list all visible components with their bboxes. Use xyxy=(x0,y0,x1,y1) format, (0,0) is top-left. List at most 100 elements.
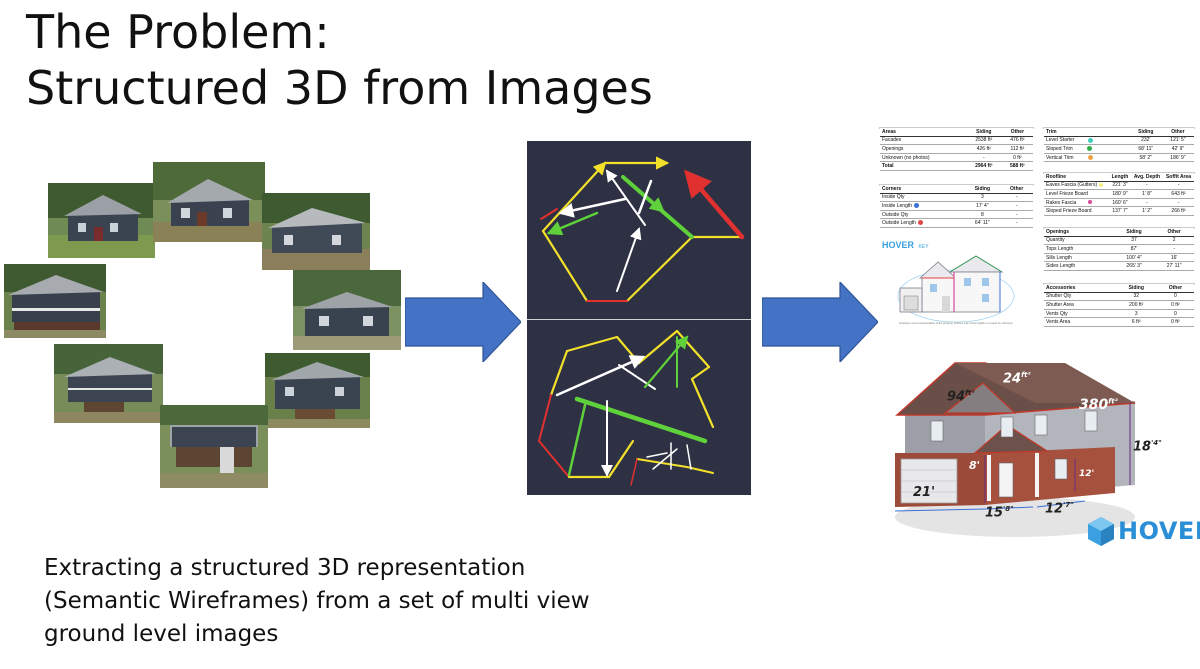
table-cell: - xyxy=(1163,198,1194,208)
roofline-header-0: Roofline xyxy=(1044,173,1109,182)
right-arrow-1 xyxy=(405,282,521,362)
table-cell: Level Starter xyxy=(1044,136,1130,146)
caption-line-1: Extracting a structured 3D representatio… xyxy=(44,555,526,581)
trim-header-0: Trim xyxy=(1044,128,1130,137)
measure-wall-12: 12' xyxy=(1079,469,1095,479)
measure-height-18: 18'4" xyxy=(1133,439,1162,454)
table-cell: Rakes Fascia xyxy=(1044,198,1109,208)
house-photo-8 xyxy=(160,405,268,488)
roofline-header-3: Soffit Area xyxy=(1163,173,1194,182)
table-cell: 87' xyxy=(1113,244,1155,254)
table-cell-text: Rakes Fascia xyxy=(1046,199,1077,206)
house-photo-6-image xyxy=(54,344,163,423)
table-cell: 2538 ft² xyxy=(965,136,1002,146)
corners-header-0: Corners xyxy=(880,185,965,194)
house-photo-2 xyxy=(153,162,265,242)
table-cell: - xyxy=(965,153,1002,163)
caption-line-3: ground level images xyxy=(44,621,279,647)
table-cell: 37 xyxy=(1113,236,1155,246)
wireframe-top xyxy=(540,156,745,303)
table-cell: Shutter Qty xyxy=(1044,292,1116,302)
table-cell: Sloped Frieze Board xyxy=(1044,206,1109,216)
measure-base-21: 21' xyxy=(913,485,936,500)
table-cell: 6 ft² xyxy=(1115,317,1157,327)
corners-header-2: Other xyxy=(1000,185,1033,194)
slide-title: The Problem: Structured 3D from Images xyxy=(26,4,653,116)
table-cell: 200 ft² xyxy=(1115,300,1157,310)
roofline-header-1: Length xyxy=(1108,173,1131,182)
accessories-header-0: Accessories xyxy=(1044,284,1116,293)
measure-base-15-value: 15 xyxy=(985,505,1004,521)
table-cell: Vertical Trim xyxy=(1044,153,1130,163)
table-cell: 68' 11" xyxy=(1129,144,1162,154)
table-cell: - xyxy=(1154,244,1194,254)
table-cell: 27' 11" xyxy=(1154,261,1194,271)
table-cell: - xyxy=(1130,198,1164,208)
table-cell: 265' 3" xyxy=(1113,261,1155,271)
hover-key-drawing: HOVER KEY Drawing is not a representatio… xyxy=(880,240,1032,332)
table-cell: 0 xyxy=(1156,309,1194,319)
table-cell: 232' xyxy=(1129,136,1162,146)
table-cell: 121' 5" xyxy=(1161,136,1194,146)
table-cell: - xyxy=(1000,210,1033,220)
table-cell: 3 xyxy=(1115,309,1157,319)
house-3d-image xyxy=(894,362,1136,537)
measure-base-12-value: 12 xyxy=(1045,501,1064,517)
openings-header-2: Other xyxy=(1154,228,1194,237)
table-cell: 100' 4" xyxy=(1113,253,1155,263)
table-cell: Vents Area xyxy=(1044,317,1116,327)
measure-base-15: 15'8" xyxy=(985,505,1014,520)
table-cell: 2 xyxy=(1154,236,1194,246)
table-cell: 2964 ft² xyxy=(965,161,1002,171)
measure-roof-380-value: 380 xyxy=(1079,397,1109,413)
title-line-1: The Problem: xyxy=(26,5,330,59)
table-cell: 16' xyxy=(1154,253,1194,263)
table-cell: 8 xyxy=(964,210,1001,220)
accessories-header-1: Siding xyxy=(1115,284,1157,293)
house-photo-3 xyxy=(262,193,370,270)
hover-logo: HOVER xyxy=(1086,513,1200,549)
table-cell: Shutter Area xyxy=(1044,300,1116,310)
table-cell: 266 ft² xyxy=(1163,206,1194,216)
table-cell: 0 ft² xyxy=(1156,317,1194,327)
table-cell: 160' 6" xyxy=(1108,198,1131,208)
house-photo-1-image xyxy=(48,183,155,258)
yellow-dot-icon xyxy=(1099,183,1104,188)
teal-dot-icon xyxy=(1088,137,1094,143)
measure-roof-380: 380ft² xyxy=(1079,397,1118,413)
table-cell: 0 ft² xyxy=(1001,153,1033,163)
caption-line-2: (Semantic Wireframes) from a set of mult… xyxy=(44,588,590,614)
table-cell: 112 ft² xyxy=(1001,144,1033,154)
house-photo-3-image xyxy=(262,193,370,270)
table-cell: Tops Length xyxy=(1044,244,1114,254)
table-cell: 0 xyxy=(1156,292,1194,302)
title-line-2: Structured 3D from Images xyxy=(26,61,653,115)
table-cell: 1' 2" xyxy=(1130,206,1164,216)
house-photo-2-image xyxy=(153,162,265,242)
hover-key-sub: KEY xyxy=(918,244,929,250)
magenta-dot-icon xyxy=(1088,200,1093,205)
measure-roof-24-unit: ft² xyxy=(1021,371,1031,379)
right-arrow-2 xyxy=(762,282,878,362)
red-dot-icon xyxy=(917,220,923,226)
table-cell: 476 ft² xyxy=(1001,136,1033,146)
hover-key-brand: HOVER xyxy=(882,240,915,250)
semantic-wireframe-panel xyxy=(527,141,751,495)
house-photo-7-image xyxy=(265,353,370,428)
table-cell: 3 xyxy=(964,193,1001,203)
house-photo-8-image xyxy=(160,405,268,488)
table-cell-text: Vertical Trim xyxy=(1046,154,1074,161)
house-photo-7 xyxy=(265,353,370,428)
accessories-header-2: Other xyxy=(1156,284,1194,293)
house-photo-5 xyxy=(293,270,401,350)
table-cell: - xyxy=(1130,181,1164,191)
table-cell-text: Level Starter xyxy=(1046,137,1075,144)
measure-roof-24-value: 24 xyxy=(1003,371,1022,387)
